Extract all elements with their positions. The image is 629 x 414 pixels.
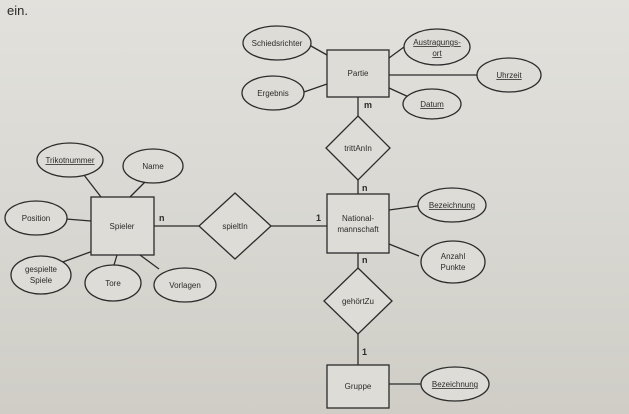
attribute-nm-bezeichnung-label: Bezeichnung	[429, 201, 475, 210]
attribute-anzahlpunkte-label-1: Anzahl	[441, 252, 466, 261]
attribute-anzahlpunkte-label-2: Punkte	[441, 263, 466, 272]
cardinality-partie-trittanin: m	[364, 100, 372, 110]
attribute-anzahlpunkte: Anzahl Punkte	[420, 240, 486, 284]
attribute-gespieltespiele-label-2: Spiele	[30, 276, 53, 285]
relationship-trittanin-label: trittAnIn	[344, 144, 372, 153]
entity-gruppe: Gruppe	[326, 364, 390, 409]
line-trikotnummer-spieler	[83, 174, 102, 198]
attribute-austragungsort-label-1: Austragungs-	[413, 38, 461, 47]
attribute-schiedsrichter: Schiedsrichter	[242, 25, 312, 61]
attribute-ergebnis-label: Ergebnis	[257, 89, 289, 98]
line-austragungsort-partie	[388, 46, 405, 59]
attribute-vorlagen: Vorlagen	[153, 267, 217, 303]
attribute-austragungsort: Austragungs- ort	[403, 28, 471, 66]
attribute-uhrzeit-label: Uhrzeit	[496, 71, 522, 80]
cardinality-nm-spieltin: 1	[316, 213, 321, 223]
intro-text: ein.	[7, 3, 28, 18]
attribute-ergebnis: Ergebnis	[241, 75, 305, 111]
attribute-position: Position	[4, 200, 68, 236]
attribute-austragungsort-label-2: ort	[432, 49, 442, 58]
attribute-position-label: Position	[22, 214, 50, 223]
line-schiedsrichter-partie	[310, 45, 328, 56]
line-nm-anzahlpunkte	[388, 243, 420, 257]
cardinality-nm-trittanin: n	[362, 183, 368, 193]
relationship-spieltin: spieltIn	[198, 192, 272, 260]
attribute-gespieltespiele: gespielte Spiele	[10, 255, 72, 295]
relationship-spieltin-label: spieltIn	[222, 222, 247, 231]
entity-spieler-label: Spieler	[110, 222, 135, 231]
relationship-gehoertzu: gehörtZu	[323, 267, 393, 335]
attribute-uhrzeit: Uhrzeit	[476, 57, 542, 93]
attribute-trikotnummer: Trikotnummer	[36, 142, 104, 178]
line-vorlagen-spieler	[139, 254, 160, 270]
entity-nationalmannschaft-label-1: National-	[342, 214, 374, 223]
line-gespieltespiele-spieler	[59, 250, 94, 264]
attribute-gruppe-bezeichnung-label: Bezeichnung	[432, 380, 478, 389]
attribute-trikotnummer-label: Trikotnummer	[45, 156, 94, 165]
cardinality-spieler-spieltin: n	[159, 213, 165, 223]
attribute-name-label: Name	[142, 162, 164, 171]
entity-gruppe-label: Gruppe	[345, 382, 372, 391]
line-name-spieler	[129, 181, 146, 198]
attribute-tore-label: Tore	[105, 279, 121, 288]
attribute-datum: Datum	[402, 88, 462, 120]
cardinality-nm-gehoertzu: n	[362, 255, 368, 265]
connector-lines	[59, 45, 477, 385]
relationship-gehoertzu-label: gehörtZu	[342, 297, 374, 306]
attribute-schiedsrichter-label: Schiedsrichter	[252, 39, 303, 48]
line-tore-spieler	[113, 254, 118, 266]
entity-partie: Partie	[326, 49, 390, 98]
attribute-gruppe-bezeichnung: Bezeichnung	[420, 366, 490, 402]
cardinality-gruppe-gehoertzu: 1	[362, 347, 367, 357]
line-position-spieler	[65, 218, 92, 222]
attribute-name: Name	[122, 148, 184, 184]
relationship-trittanin: trittAnIn	[325, 115, 391, 181]
attribute-gespieltespiele-label-1: gespielte	[25, 265, 58, 274]
attribute-nm-bezeichnung: Bezeichnung	[417, 187, 487, 223]
attribute-tore: Tore	[84, 264, 142, 302]
attribute-vorlagen-label: Vorlagen	[169, 281, 201, 290]
attribute-datum-label: Datum	[420, 100, 444, 109]
entity-nationalmannschaft: National- mannschaft	[326, 193, 390, 254]
line-ergebnis-partie	[303, 83, 328, 93]
entity-spieler: Spieler	[90, 196, 155, 256]
entity-nationalmannschaft-label-2: mannschaft	[337, 225, 379, 234]
line-nm-bezeichnung	[388, 205, 419, 211]
entity-partie-label: Partie	[348, 69, 369, 78]
